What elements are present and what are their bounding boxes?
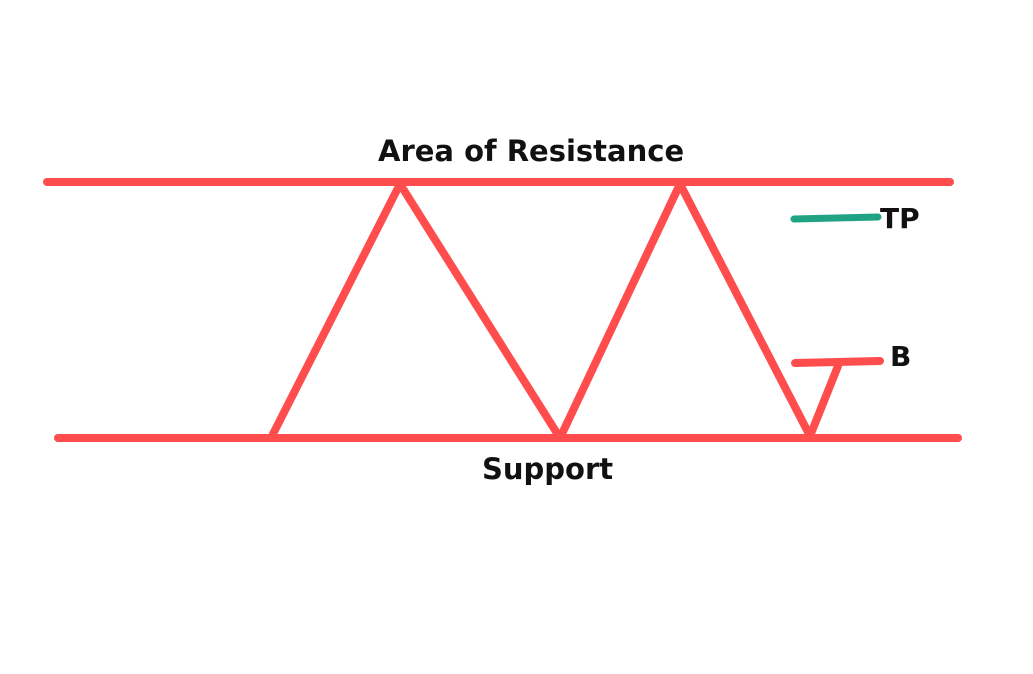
take-profit-label: TP xyxy=(880,202,920,235)
buy-marker-line xyxy=(791,357,884,367)
support-label: Support xyxy=(482,452,614,486)
resistance-label: Area of Resistance xyxy=(378,134,685,168)
take-profit-marker-line xyxy=(790,213,882,223)
buy-label: B xyxy=(890,340,912,373)
price-zigzag-line xyxy=(269,180,842,442)
